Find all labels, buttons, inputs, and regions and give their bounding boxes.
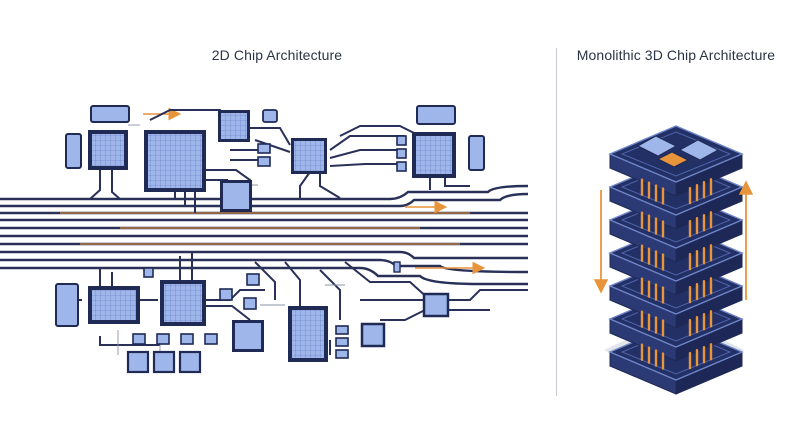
ic-upper-mid [218, 110, 250, 142]
module-left-tall [65, 133, 82, 169]
module-far-right [468, 135, 485, 171]
module-lower-mid-a [219, 288, 233, 301]
module-lower-r-c [335, 349, 349, 359]
bus-highlights [60, 212, 470, 245]
module-lower-r-a [335, 325, 349, 335]
ic-lower-tall [288, 306, 328, 362]
ic-center-large [144, 130, 206, 192]
module-lower-r-sq [360, 322, 386, 348]
module-lower-bottom-g [178, 350, 202, 374]
module-mid-a [257, 143, 271, 154]
layer-vias [640, 211, 713, 238]
module-lower-mid-b [243, 297, 257, 310]
module-lower-mid-c [246, 273, 260, 286]
layer-vias [640, 244, 713, 271]
chip-2d-diagram [0, 105, 529, 374]
stack-layer-1 [608, 125, 744, 205]
ic-block-sub [220, 180, 252, 212]
module-mid-small [262, 109, 278, 123]
layer-vias [640, 277, 713, 304]
module-lower-tiny [143, 267, 154, 278]
module-right-b [396, 148, 407, 159]
ic-upper-right [412, 132, 456, 178]
module-lower-bottom-d [204, 333, 218, 345]
title-2d-architecture: 2D Chip Architecture [211, 47, 343, 63]
layer-vias [640, 343, 713, 370]
layer-vias [640, 310, 713, 337]
module-right-a [396, 135, 407, 146]
ic-upper-left [88, 130, 128, 170]
top-chip-core [656, 151, 690, 168]
panel-divider [556, 48, 557, 396]
ic-upper-right-small [416, 105, 456, 125]
main-bus [0, 184, 529, 286]
ic-upper-right-mid [291, 138, 327, 174]
lower-traces [60, 252, 528, 355]
ic-upper-left-small [90, 105, 130, 123]
module-lower-bottom-e [126, 350, 150, 374]
ic-lower-center [160, 280, 206, 326]
module-lower-bottom-b [156, 333, 170, 345]
module-lower-left-tall [55, 283, 79, 327]
module-lower-bottom-a [132, 333, 146, 345]
module-lower-bottom-f [152, 350, 176, 374]
top-chip-b [678, 139, 720, 161]
module-lower-bottom-c [180, 333, 194, 345]
module-mid-b [257, 156, 271, 167]
module-right-c [396, 161, 407, 172]
chip-3d-stack [604, 125, 744, 395]
module-lower-right-tiny [393, 261, 401, 273]
top-chip-a [636, 135, 678, 157]
title-3d-architecture: Monolithic 3D Chip Architecture [576, 47, 776, 63]
module-lower-r-b [335, 337, 349, 347]
layer-vias [640, 178, 713, 205]
ic-lower-left [88, 286, 140, 324]
module-lower-right-sq [422, 292, 450, 318]
ic-lower-square [232, 320, 264, 352]
